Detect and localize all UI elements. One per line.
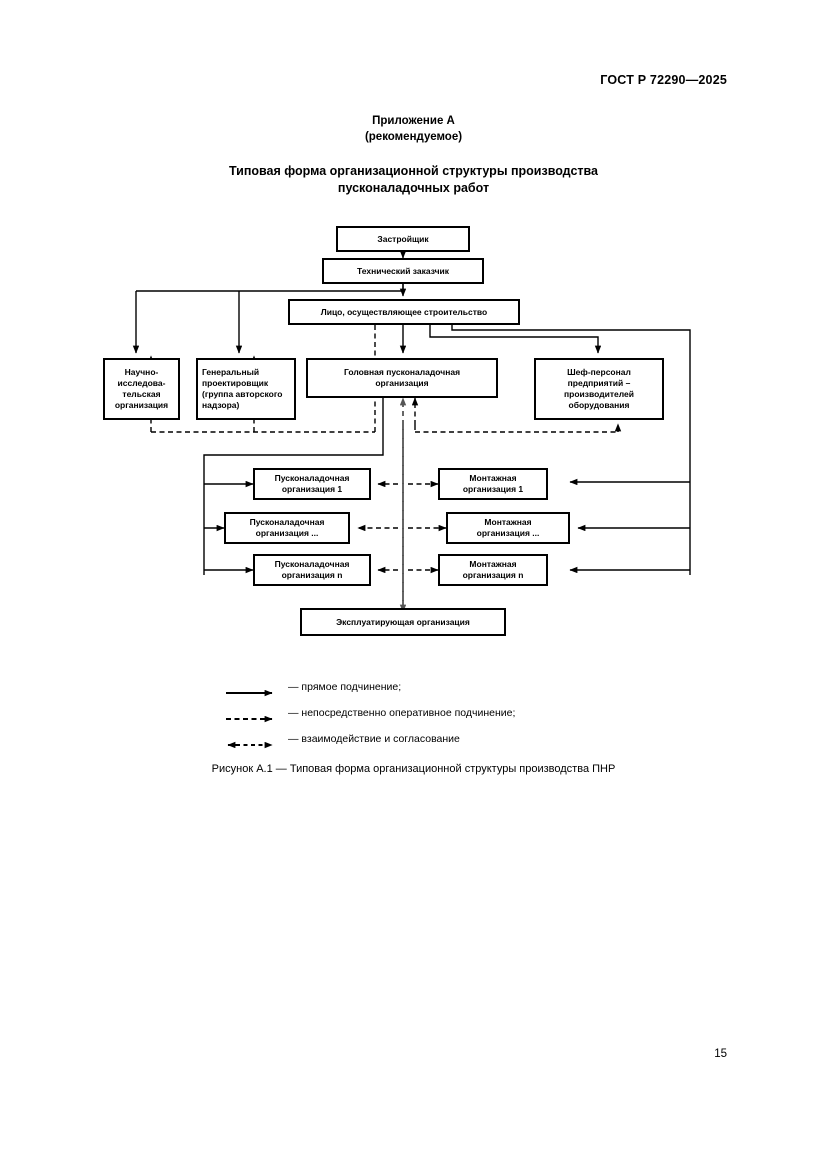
annex-title-line-1: Типовая форма организационной структуры … xyxy=(229,164,598,178)
standard-header: ГОСТ Р 72290—2025 xyxy=(600,73,727,87)
node-developer-label: Застройщик xyxy=(377,233,429,244)
legend-item-direct-label: — прямое подчинение; xyxy=(288,681,402,693)
node-developer[interactable]: Застройщик xyxy=(336,226,470,252)
org-structure-diagram: Застройщик Технический заказчик Лицо, ос… xyxy=(103,226,691,753)
node-technical-customer-label: Технический заказчик xyxy=(356,265,450,276)
node-technical-customer[interactable]: Технический заказчик xyxy=(322,258,484,284)
legend-item-direct: — прямое подчинение; xyxy=(226,681,401,701)
annex-qualifier: (рекомендуемое) xyxy=(364,131,463,143)
figure-caption: Рисунок А.1 — Типовая форма организацион… xyxy=(211,763,616,775)
node-operating-org-label: Эксплуатирующая организация xyxy=(336,616,470,627)
legend-item-operative-label: — непосредственно оперативное подчинение… xyxy=(288,707,516,719)
legend-item-interaction-label: — взаимодействие и согласование xyxy=(288,733,460,745)
legend-dashed-arrow-icon xyxy=(226,715,273,723)
legend-item-operative: — непосредственно оперативное подчинение… xyxy=(226,707,515,727)
node-construction-entity-label: Лицо, осуществляющее строительство xyxy=(320,306,488,317)
annex-title-line-2: пусконаладочных работ xyxy=(337,181,490,195)
page-number: 15 xyxy=(714,1048,727,1060)
node-operating-org[interactable]: Эксплуатирующая организация xyxy=(300,608,506,636)
legend-double-arrow-icon xyxy=(227,741,273,749)
node-construction-entity[interactable]: Лицо, осуществляющее строительство xyxy=(288,299,520,325)
legend-item-interaction: — взаимодействие и согласование xyxy=(226,733,460,753)
annex-label: Приложение А xyxy=(372,115,455,127)
legend-solid-arrow-icon xyxy=(226,689,273,697)
diagram-connectors xyxy=(132,250,691,613)
